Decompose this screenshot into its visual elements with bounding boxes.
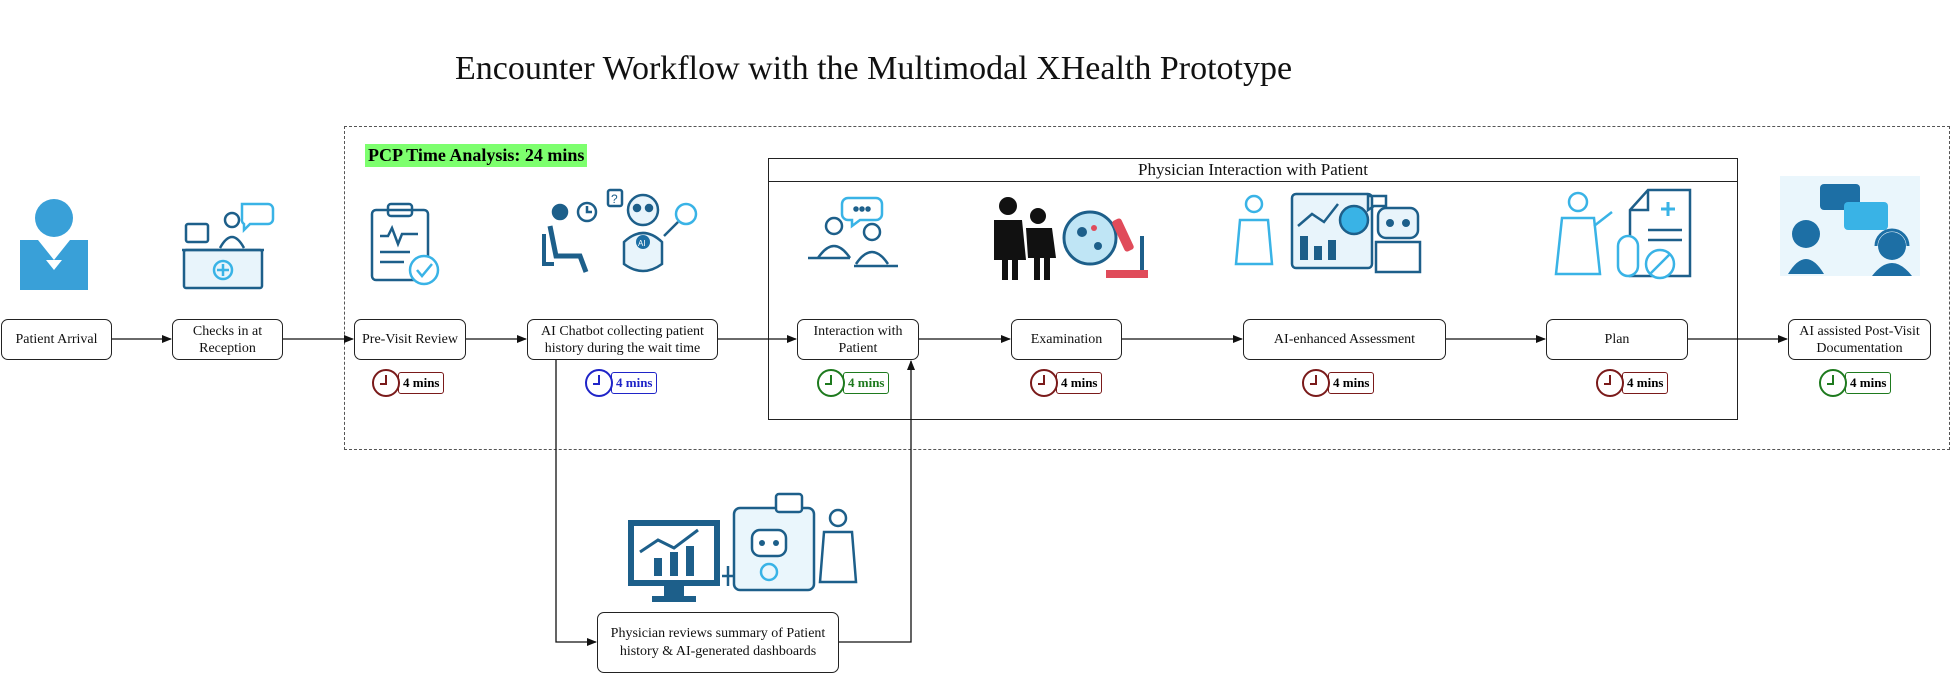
ai-analytics-robot-icon bbox=[1234, 192, 1422, 274]
doctor-prescription-icon bbox=[1554, 188, 1692, 280]
timer-assessment: 4 mins bbox=[1302, 369, 1375, 397]
timer-label: 4 mins bbox=[1845, 372, 1892, 394]
svg-text:?: ? bbox=[611, 192, 618, 206]
node-interaction-with-patient: Interaction with Patient bbox=[797, 319, 919, 360]
node-ai-chatbot: AI Chatbot collecting patient history du… bbox=[527, 319, 718, 360]
timer-post-visit: 4 mins bbox=[1819, 369, 1892, 397]
timer-label: 4 mins bbox=[1056, 372, 1103, 394]
node-examination: Examination bbox=[1011, 319, 1122, 360]
pcp-time-region bbox=[344, 126, 1950, 450]
clock-icon bbox=[1302, 369, 1330, 397]
clock-icon bbox=[1596, 369, 1624, 397]
node-ai-enhanced-assessment: AI-enhanced Assessment bbox=[1243, 319, 1446, 360]
ai-robot-waiting-icon: ? AI bbox=[542, 188, 698, 273]
node-patient-arrival: Patient Arrival bbox=[1, 319, 112, 360]
timer-label: 4 mins bbox=[398, 372, 445, 394]
physician-interaction-header: Physician Interaction with Patient bbox=[768, 158, 1738, 182]
clock-icon bbox=[817, 369, 845, 397]
node-pre-visit-review: Pre-Visit Review bbox=[354, 319, 466, 360]
timer-interaction: 4 mins bbox=[817, 369, 890, 397]
node-checks-in: Checks in at Reception bbox=[172, 319, 283, 360]
clock-icon bbox=[1030, 369, 1058, 397]
examination-microscope-icon bbox=[994, 197, 1148, 280]
physician-interaction-group bbox=[768, 158, 1738, 420]
dashboard-robot-doctor-icon bbox=[628, 492, 858, 602]
pcp-time-label: PCP Time Analysis: 24 mins bbox=[365, 144, 588, 167]
clock-icon bbox=[1819, 369, 1847, 397]
clock-icon bbox=[372, 369, 400, 397]
arrow-chatbot-review bbox=[555, 360, 597, 646]
timer-plan: 4 mins bbox=[1596, 369, 1669, 397]
timer-ai-chatbot: 4 mins bbox=[585, 369, 658, 397]
person-icon bbox=[20, 199, 88, 290]
timer-label: 4 mins bbox=[843, 372, 890, 394]
timer-label: 4 mins bbox=[1328, 372, 1375, 394]
documentation-headset-icon bbox=[1780, 176, 1920, 276]
timer-examination: 4 mins bbox=[1030, 369, 1103, 397]
timer-label: 4 mins bbox=[611, 372, 658, 394]
diagram-title: Encounter Workflow with the Multimodal X… bbox=[455, 50, 1293, 87]
doctor-patient-chat-icon bbox=[808, 196, 898, 268]
reception-desk-icon bbox=[182, 202, 275, 290]
svg-text:AI: AI bbox=[638, 239, 646, 248]
timer-label: 4 mins bbox=[1622, 372, 1669, 394]
clock-icon bbox=[585, 369, 613, 397]
timer-pre-visit: 4 mins bbox=[372, 369, 445, 397]
arrow-review-interaction bbox=[839, 360, 915, 643]
node-physician-review: Physician reviews summary of Patient his… bbox=[597, 612, 839, 673]
node-plan: Plan bbox=[1546, 319, 1688, 360]
clipboard-check-icon bbox=[370, 202, 440, 286]
node-post-visit-documentation: AI assisted Post-Visit Documentation bbox=[1788, 319, 1931, 360]
